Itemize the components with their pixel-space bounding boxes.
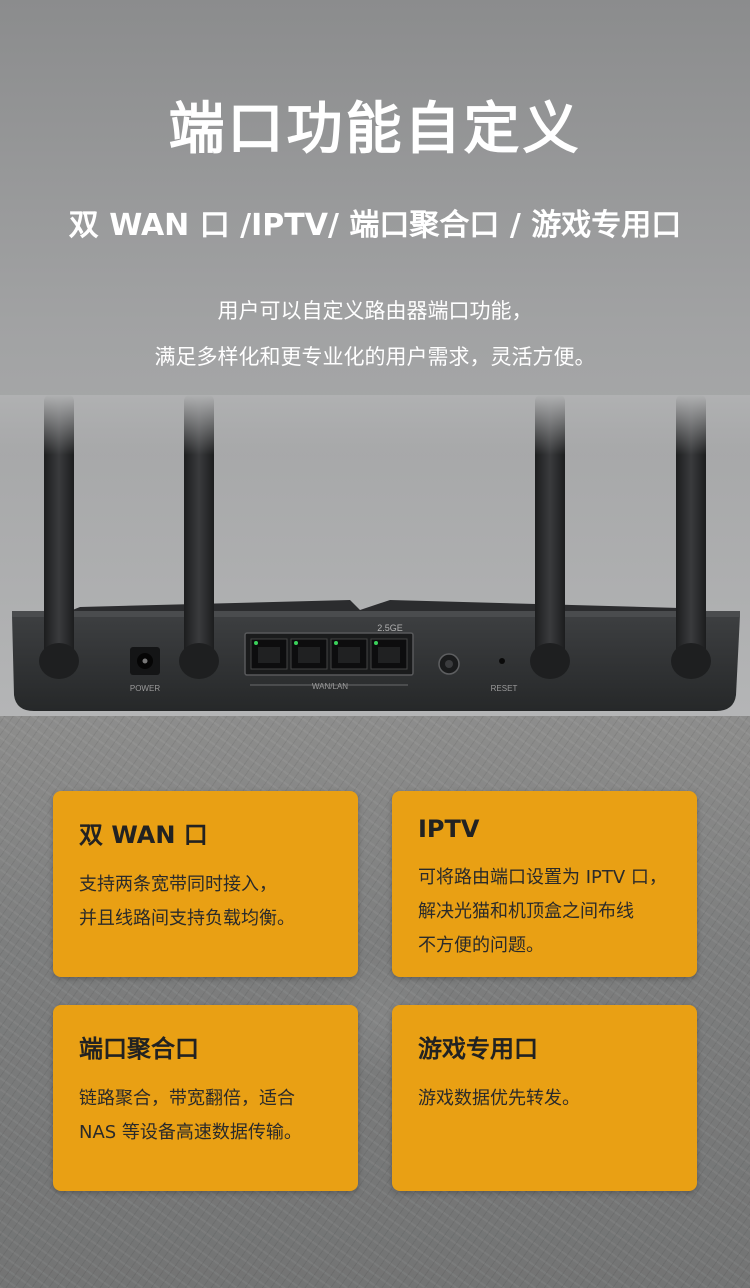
hero-section: 端口功能自定义 双 WAN 口 /IPTV/ 端口聚合口 / 游戏专用口 用户可…	[0, 0, 750, 716]
card-body-line: 不方便的问题。	[418, 935, 544, 956]
ethernet-port	[290, 638, 328, 670]
page-subtitle: 双 WAN 口 /IPTV/ 端口聚合口 / 游戏专用口	[68, 208, 682, 243]
ethernet-port	[250, 638, 288, 670]
card-body-line: 解决光猫和机顶盒之间布线	[418, 901, 634, 922]
router-back-image: POWER	[0, 395, 750, 711]
card-body-line: 并且线路间支持负载均衡。	[79, 908, 295, 929]
reset-hole	[499, 658, 505, 664]
hero-description: 用户可以自定义路由器端口功能， 满足多样化和更专业化的用户需求，灵活方便。	[0, 288, 750, 380]
power-jack	[130, 647, 160, 675]
feature-card-dual-wan: 双 WAN 口 支持两条宽带同时接入， 并且线路间支持负载均衡。	[53, 791, 358, 977]
card-body-line: 链路聚合，带宽翻倍，适合	[79, 1088, 295, 1109]
power-button	[438, 653, 460, 675]
antenna	[179, 395, 219, 679]
card-body: 可将路由端口设置为 IPTV 口， 解决光猫和机顶盒之间布线 不方便的问题。	[418, 861, 671, 963]
port-2-5ge-label: 2.5GE	[377, 623, 403, 633]
feature-card-link-aggregation: 端口聚合口 链路聚合，带宽翻倍，适合 NAS 等设备高速数据传输。	[53, 1005, 358, 1191]
card-title: 端口聚合口	[79, 1035, 199, 1063]
antenna	[530, 395, 570, 679]
ethernet-port-2-5ge	[370, 638, 408, 670]
feature-card-iptv: IPTV 可将路由端口设置为 IPTV 口， 解决光猫和机顶盒之间布线 不方便的…	[392, 791, 697, 977]
page-title: 端口功能自定义	[168, 97, 582, 162]
hero-description-line: 满足多样化和更专业化的用户需求，灵活方便。	[154, 345, 596, 369]
card-body: 游戏数据优先转发。	[418, 1082, 671, 1116]
feature-card-gaming-port: 游戏专用口 游戏数据优先转发。	[392, 1005, 697, 1191]
lan-port-panel	[244, 632, 414, 686]
card-body-line: NAS 等设备高速数据传输。	[79, 1122, 302, 1143]
antenna	[671, 395, 711, 679]
wanlan-label: WAN/LAN	[312, 682, 348, 691]
power-label: POWER	[130, 684, 160, 693]
card-body-line: 游戏数据优先转发。	[418, 1088, 580, 1109]
card-body-line: 支持两条宽带同时接入，	[79, 874, 277, 895]
antenna	[39, 395, 79, 679]
ethernet-port	[330, 638, 368, 670]
card-body: 链路聚合，带宽翻倍，适合 NAS 等设备高速数据传输。	[79, 1082, 332, 1150]
card-body-line: 可将路由端口设置为 IPTV 口，	[418, 867, 667, 888]
card-title: 双 WAN 口	[79, 821, 208, 849]
card-title: 游戏专用口	[418, 1035, 538, 1063]
reset-label: RESET	[491, 684, 518, 693]
card-title: IPTV	[418, 815, 480, 843]
hero-description-line: 用户可以自定义路由器端口功能，	[217, 299, 533, 323]
card-body: 支持两条宽带同时接入， 并且线路间支持负载均衡。	[79, 868, 332, 936]
